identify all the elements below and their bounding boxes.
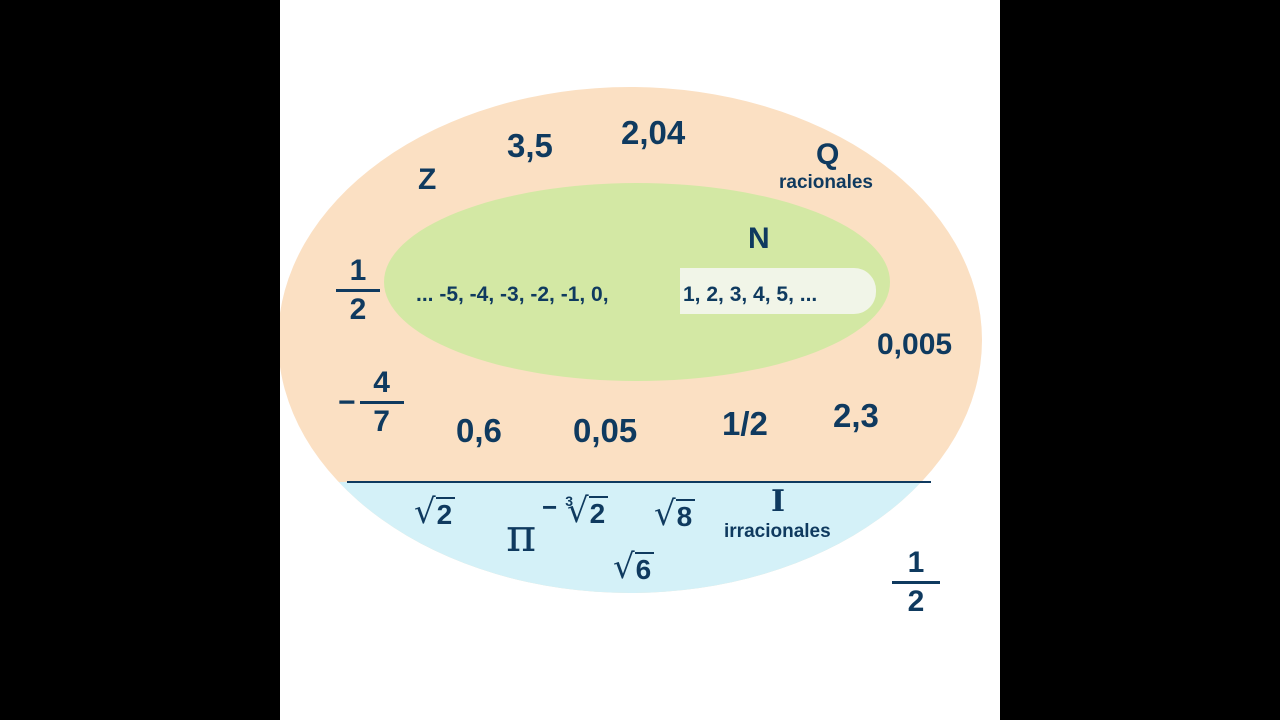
rational-example-half-fraction: 1 2 — [336, 256, 380, 325]
root-index: 3 — [565, 493, 573, 509]
negative-fraction-body: 4 7 — [359, 366, 404, 438]
rational-example-0-6: 0,6 — [456, 412, 502, 449]
rational-set-name: racionales — [779, 172, 873, 193]
fraction-bar — [336, 289, 380, 292]
natural-set-highlight — [680, 268, 876, 314]
fraction-denominator: 2 — [907, 585, 925, 618]
fraction-bar — [359, 401, 404, 404]
irrational-set-name: irracionales — [724, 521, 831, 542]
minus-sign: − — [542, 492, 558, 522]
radicand: 2 — [435, 497, 456, 529]
rational-example-3-5: 3,5 — [507, 127, 553, 164]
fraction-denominator: 7 — [373, 405, 390, 438]
radical-icon: √ — [613, 547, 635, 587]
natural-sequence: 1, 2, 3, 4, 5, ... — [683, 283, 818, 306]
radical-icon: √ — [566, 491, 589, 531]
radical-icon: √ — [414, 492, 436, 532]
number-sets-diagram: Q racionales Z N I irracionales ... -5, … — [280, 0, 1000, 720]
radicand: 6 — [634, 552, 655, 584]
rational-example-2-04: 2,04 — [621, 114, 686, 151]
natural-set-highlight-edge — [680, 268, 704, 314]
irrational-example-negative-cube-root-2: − 3 √ 2 — [542, 491, 609, 531]
irrational-example-sqrt-6: √ 6 — [613, 547, 655, 587]
rational-example-negative-fraction: − 4 7 — [338, 368, 404, 437]
minus-sign: − — [338, 385, 356, 419]
integer-set-symbol: Z — [418, 163, 437, 196]
radical-icon: √ — [654, 494, 676, 534]
rational-set-symbol: Q — [816, 138, 840, 171]
fraction-numerator: 1 — [349, 254, 367, 287]
fraction-denominator: 2 — [349, 293, 367, 326]
rational-example-0-05: 0,05 — [573, 412, 638, 449]
irrational-example-sqrt-8: √ 8 — [654, 494, 696, 534]
rational-example-2-3: 2,3 — [833, 397, 879, 434]
fraction-numerator: 4 — [373, 366, 390, 399]
radicand: 8 — [675, 499, 696, 531]
integer-sequence-negative: ... -5, -4, -3, -2, -1, 0, — [416, 283, 609, 306]
radicand: 2 — [588, 496, 609, 528]
rational-example-one-half-slash: 1/2 — [722, 405, 768, 442]
integer-set-ellipse — [384, 183, 890, 381]
fraction-numerator: 1 — [907, 546, 925, 579]
irrational-example-sqrt-2: √ 2 — [414, 492, 456, 532]
natural-set-symbol: N — [748, 222, 770, 255]
sets-svg — [280, 87, 982, 593]
outside-example-half-fraction: 1 2 — [892, 548, 940, 617]
irrational-set-symbol: I — [771, 484, 786, 519]
irrational-example-pi: π — [506, 508, 537, 562]
fraction-bar — [892, 581, 940, 584]
rational-example-0-005: 0,005 — [877, 328, 953, 361]
